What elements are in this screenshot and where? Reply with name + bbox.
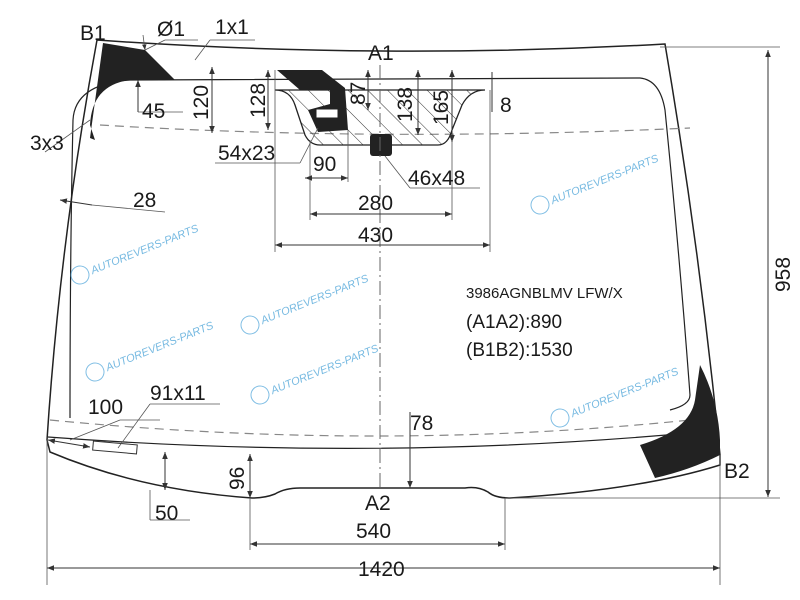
label-100: 100 bbox=[88, 396, 123, 419]
label-54x23: 54x23 bbox=[218, 142, 275, 165]
label-a2: A2 bbox=[365, 492, 391, 515]
label-28: 28 bbox=[133, 189, 156, 212]
label-87: 87 bbox=[347, 82, 370, 105]
watermark-text: AUTOREVERS-PARTS bbox=[268, 343, 381, 398]
dimension-labels: B1 B2 A1 A2 Ø1 1x1 45 120 128 87 138 165… bbox=[30, 16, 795, 581]
camera-window bbox=[315, 108, 339, 119]
label-430: 430 bbox=[358, 224, 393, 247]
watermark-text: AUTOREVERS-PARTS bbox=[88, 223, 201, 278]
label-138: 138 bbox=[394, 87, 417, 122]
part-code: 3986AGNBLMV LFW/X bbox=[466, 285, 623, 302]
label-45: 45 bbox=[142, 100, 165, 123]
label-128: 128 bbox=[247, 83, 270, 118]
label-50: 50 bbox=[155, 502, 178, 525]
label-3x3: 3x3 bbox=[30, 132, 64, 155]
label-120: 120 bbox=[190, 85, 213, 120]
label-280: 280 bbox=[358, 192, 393, 215]
watermark-text: AUTOREVERS-PARTS bbox=[568, 366, 681, 421]
black-corner-b2 bbox=[640, 365, 720, 478]
label-78: 78 bbox=[410, 412, 433, 435]
frit-inner-edge bbox=[69, 77, 691, 419]
label-8: 8 bbox=[500, 94, 512, 117]
label-958: 958 bbox=[772, 257, 795, 292]
label-1420: 1420 bbox=[358, 558, 405, 581]
label-46x48: 46x48 bbox=[408, 167, 465, 190]
label-96: 96 bbox=[226, 467, 249, 490]
label-165: 165 bbox=[430, 90, 453, 125]
label-a1: A1 bbox=[368, 42, 394, 65]
label-540: 540 bbox=[356, 520, 391, 543]
label-b2: B2 bbox=[724, 460, 750, 483]
label-hole: Ø1 bbox=[157, 18, 185, 41]
dash-line-bottom bbox=[49, 419, 691, 437]
watermark-text: AUTOREVERS-PARTS bbox=[103, 320, 216, 375]
a1a2-distance: (A1A2):890 bbox=[466, 312, 562, 333]
black-corner-b1 bbox=[90, 43, 175, 140]
glass-outline bbox=[46, 39, 721, 499]
label-1x1: 1x1 bbox=[215, 16, 249, 39]
b1b2-distance: (B1B2):1530 bbox=[466, 340, 573, 361]
dimension-lines bbox=[44, 34, 780, 585]
label-b1: B1 bbox=[80, 22, 106, 45]
watermark-text: AUTOREVERS-PARTS bbox=[258, 273, 371, 328]
frit-bottom-line bbox=[47, 431, 701, 449]
label-90: 90 bbox=[313, 153, 336, 176]
watermark-text: AUTOREVERS-PARTS bbox=[548, 153, 661, 208]
label-91x11: 91x11 bbox=[150, 382, 206, 405]
sensor-pad-46x48 bbox=[370, 134, 392, 156]
